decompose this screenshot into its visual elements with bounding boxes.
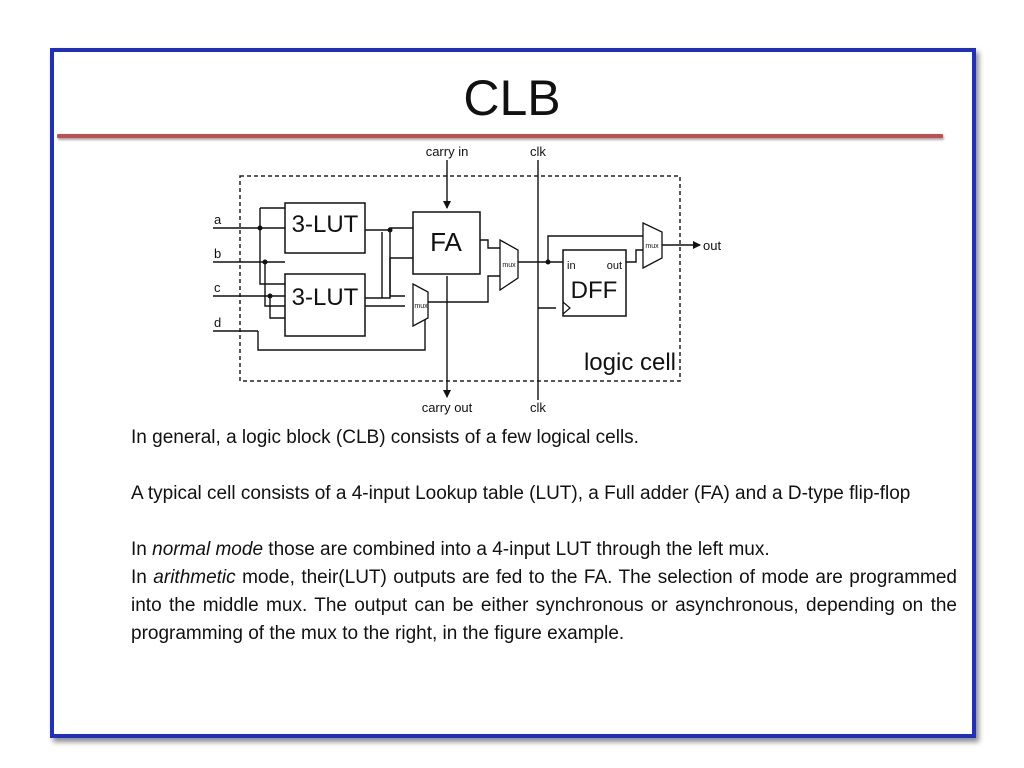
input-label-c: c <box>214 280 221 295</box>
mux-middle-label: mux <box>502 262 516 269</box>
carry-out-label: carry out <box>422 400 473 415</box>
dff-out-label: out <box>607 260 622 272</box>
dff-clock-triangle <box>562 301 571 315</box>
mux-left <box>412 282 429 328</box>
input-label-b: b <box>214 246 221 261</box>
input-label-a: a <box>214 212 222 227</box>
input-label-d: d <box>214 315 221 330</box>
slide-title: CLB <box>463 70 561 126</box>
lut-bottom-label: 3-LUT <box>292 284 359 311</box>
logic-cell-boundary <box>239 175 681 382</box>
logic-cell-diagram: 3-LUT 3-LUT FA mux mux mux DFF in out a … <box>213 144 721 415</box>
paragraph-normal-mode: In normal mode those are combined into a… <box>131 536 957 564</box>
mux-right <box>642 221 663 270</box>
lut-top-block <box>284 202 366 254</box>
lut-bottom-block <box>284 273 366 337</box>
dff-in-label: in <box>567 260 576 272</box>
full-adder-block <box>412 211 481 275</box>
dff-label: DFF <box>571 277 618 304</box>
paragraph-typical-cell: A typical cell consists of a 4-input Loo… <box>131 483 911 504</box>
paragraph-arithmetic-mode: In arithmetic mode, their(LUT) outputs a… <box>131 564 957 648</box>
normal-mode-text: those are combined into a 4-input LUT th… <box>263 539 770 560</box>
title-divider <box>57 134 943 138</box>
full-adder-label: FA <box>430 227 462 257</box>
logic-cell-label: logic cell <box>584 349 676 376</box>
normal-mode-prefix: In <box>131 539 153 560</box>
body-text: In general, a logic block (CLB) consists… <box>131 424 957 648</box>
arithmetic-mode-text: mode, their(LUT) outputs are fed to the … <box>131 567 958 644</box>
slide-frame <box>50 48 976 738</box>
mux-left-label: mux <box>414 303 428 310</box>
normal-mode-emphasis: normal mode <box>152 539 264 560</box>
mux-right-label: mux <box>645 243 659 250</box>
clk-bottom-label: clk <box>530 400 546 415</box>
out-label: out <box>703 238 721 253</box>
mux-middle <box>499 238 519 292</box>
clk-top-label: clk <box>530 144 546 159</box>
paragraph-clb-definition: In general, a logic block (CLB) consists… <box>131 427 639 448</box>
lut-top-label: 3-LUT <box>292 211 359 238</box>
arithmetic-mode-emphasis: arithmetic <box>153 567 236 588</box>
dff-block <box>562 249 627 317</box>
arithmetic-mode-prefix: In <box>131 567 154 588</box>
carry-in-label: carry in <box>426 144 469 159</box>
